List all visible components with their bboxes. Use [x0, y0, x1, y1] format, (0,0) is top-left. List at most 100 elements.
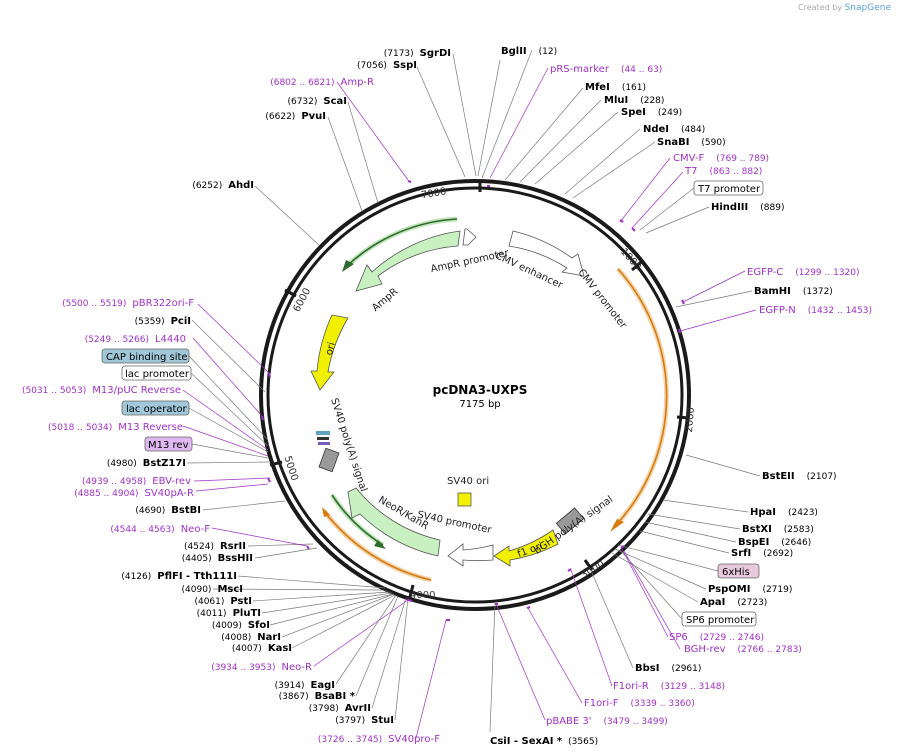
primer-m13-reverse[interactable]: (5018 .. 5034)M13 Reverse [48, 422, 183, 433]
enzyme-bbsi[interactable]: BbsI(2961) [635, 663, 701, 674]
svg-text:SP6 promoter: SP6 promoter [686, 615, 755, 626]
primer-pbr322ori-f[interactable]: (5500 .. 5519)pBR322ori-F [62, 298, 194, 309]
primer-l4440[interactable]: (5249 .. 5266)L4440 [85, 334, 186, 345]
orf-arc-right-head [610, 519, 624, 532]
enzyme-sspi[interactable]: (7056)SspI [357, 60, 417, 71]
enzyme-sgrdi[interactable]: (7173)SgrDI [384, 48, 451, 59]
primer-pbabe-3[interactable]: pBABE 3'(3479 .. 3499) [546, 716, 668, 727]
enzyme-stui[interactable]: (3797)StuI [335, 715, 394, 726]
enzyme-spei[interactable]: SpeI(249) [621, 107, 682, 118]
enzyme-avrii[interactable]: (3798)AvrII [309, 703, 371, 714]
snapgene-brand: SnapGene [844, 3, 891, 13]
f1-ori-feature [493, 529, 559, 567]
lac-operator-box[interactable]: lac operator [121, 400, 190, 416]
6xhis-box[interactable]: 6xHis [717, 563, 760, 579]
enzyme-bsteii[interactable]: BstEII(2107) [762, 471, 837, 482]
snapgene-credit: Created by SnapGene [798, 3, 891, 13]
bgh-polya-box [555, 507, 585, 535]
primer-m13-puc-reverse[interactable]: (5031 .. 5053)M13/pUC Reverse [22, 385, 181, 396]
enzyme-bstxi[interactable]: BstXI(2583) [742, 524, 814, 535]
enzyme-ndei[interactable]: NdeI(484) [643, 124, 705, 135]
primer-f1ori-f[interactable]: F1ori-F(3339 .. 3360) [584, 698, 695, 709]
svg-text:M13 rev: M13 rev [148, 440, 189, 451]
enzyme-mfei[interactable]: MfeI(161) [585, 82, 646, 93]
enzyme-msci[interactable]: (4090)MscI [182, 584, 244, 595]
primer-prs-marker[interactable]: pRS-marker(44 .. 63) [550, 64, 662, 75]
sv40-promoter-feature [447, 543, 494, 567]
tick-label-3000: 3000 [579, 559, 607, 581]
enzyme-bsshii[interactable]: (4405)BssHII [182, 553, 253, 564]
enzyme-pflfi-tth111i[interactable]: (4126)PflFI - Tth111I [121, 571, 237, 582]
box-leader-lines [188, 187, 719, 620]
sp6-promoter-box[interactable]: SP6 promoter [681, 611, 757, 627]
primer-labels-left: (6802 .. 6821)Amp-R (5500 .. 5519)pBR322… [22, 77, 440, 745]
enzyme-mlui[interactable]: MluI(228) [604, 95, 664, 106]
sv40-ori-box [457, 492, 472, 507]
bgh-polya-label: bGH poly(A) signal [532, 494, 615, 557]
ampr-label: AmpR [370, 286, 400, 314]
primer-neo-r[interactable]: (3934 .. 3953)Neo-R [211, 662, 312, 673]
sv40-polya-box [318, 447, 340, 473]
lac-region-glyphs [316, 431, 330, 445]
primer-sp6[interactable]: SP6(2729 .. 2746) [669, 632, 764, 643]
enzyme-csii-sexai[interactable]: CsiI - SexAI *(3565) [490, 736, 598, 747]
enzyme-scai[interactable]: (6732)ScaI [287, 96, 347, 107]
primer-sv40pa-r[interactable]: (4885 .. 4904)SV40pA-R [74, 488, 194, 499]
enzyme-bglii[interactable]: BglII(12) [501, 46, 557, 57]
enzyme-hpai[interactable]: HpaI(2423) [750, 507, 818, 518]
enzyme-rsrii[interactable]: (4524)RsrII [184, 541, 246, 552]
ori-label: ori [324, 341, 338, 356]
primer-amp-r[interactable]: (6802 .. 6821)Amp-R [270, 77, 374, 88]
enzyme-srfi[interactable]: SrfI(2692) [731, 548, 793, 559]
enzyme-apai[interactable]: ApaI(2723) [700, 597, 767, 608]
enzyme-sfoi[interactable]: (4009)SfoI [212, 620, 270, 631]
enzyme-hindiii[interactable]: HindIII(889) [711, 202, 784, 213]
boxed-labels: T7 promoter 6xHis SP6 promoter CAP bindi… [101, 180, 764, 627]
primer-egfp-n[interactable]: EGFP-N(1432 .. 1453) [759, 305, 872, 316]
primer-ebv-rev[interactable]: (4939 .. 4958)EBV-rev [82, 476, 191, 487]
lac-promoter-box[interactable]: lac promoter [121, 365, 192, 381]
primer-labels-right: pRS-marker(44 .. 63) CMV-F(769 .. 789) T… [546, 64, 872, 727]
enzyme-nari[interactable]: (4008)NarI [221, 632, 281, 643]
enzyme-psti[interactable]: (4061)PstI [194, 596, 252, 607]
svg-text:lac operator: lac operator [126, 404, 187, 415]
credit-prefix: Created by [798, 3, 843, 12]
svg-text:lac promoter: lac promoter [125, 369, 190, 380]
primer-egfp-c[interactable]: EGFP-C(1299 .. 1320) [747, 267, 860, 278]
enzyme-ahdi[interactable]: (6252)AhdI [192, 180, 254, 191]
enzyme-bsabi[interactable]: (3867)BsaBI * [279, 691, 356, 702]
primer-sv40pro-f[interactable]: (3726 .. 3745)SV40pro-F [318, 734, 440, 745]
m13-rev-box[interactable]: M13 rev [144, 436, 193, 452]
tick-label-4000: 4000 [410, 590, 435, 601]
enzyme-bstbi[interactable]: (4690)BstBI [135, 505, 201, 516]
plasmid-name: pcDNA3-UXPS [433, 383, 528, 397]
enzyme-pcii[interactable]: (5359)PciI [135, 316, 191, 327]
enzyme-snabi[interactable]: SnaBI(590) [657, 137, 726, 148]
enzyme-pvui[interactable]: (6622)PvuI [265, 111, 326, 122]
enzyme-bspei[interactable]: BspEI(2646) [738, 537, 811, 548]
cap-binding-site-box[interactable]: CAP binding site [101, 348, 190, 364]
cmv-feature [508, 230, 585, 277]
tick-label-7000: 7000 [420, 186, 447, 201]
primer-f1ori-r[interactable]: F1ori-R(3129 .. 3148) [613, 681, 725, 692]
enzyme-labels-right: BglII(12) MfeI(161) MluI(228) SpeI(249) … [501, 46, 837, 674]
primer-cmv-f[interactable]: CMV-F(769 .. 789) [673, 153, 769, 164]
primer-neo-f[interactable]: (4544 .. 4563)Neo-F [110, 524, 210, 535]
enzyme-bamhi[interactable]: BamHI(1372) [754, 286, 833, 297]
plasmid-length: 7175 bp [459, 399, 500, 410]
backbone [259, 179, 691, 611]
enzyme-pluti[interactable]: (4011)PluTI [197, 608, 261, 619]
svg-text:CAP binding site: CAP binding site [106, 352, 188, 363]
enzyme-eagi[interactable]: (3914)EagI [275, 680, 335, 691]
svg-text:T7 promoter: T7 promoter [697, 184, 761, 195]
ampr-feature [355, 230, 461, 292]
enzyme-bstz17i[interactable]: (4980)BstZ17I [107, 458, 186, 469]
primer-bgh-rev[interactable]: BGH-rev(2766 .. 2783) [684, 644, 802, 655]
primer-t7[interactable]: T7(863 .. 882) [684, 166, 762, 177]
ampr-promoter-feature [462, 228, 477, 246]
t7-promoter-box[interactable]: T7 promoter [693, 180, 764, 196]
enzyme-pspomi[interactable]: PspOMI(2719) [708, 584, 792, 595]
svg-text:6xHis: 6xHis [722, 567, 750, 578]
enzyme-kasi[interactable]: (4007)KasI [232, 643, 292, 654]
